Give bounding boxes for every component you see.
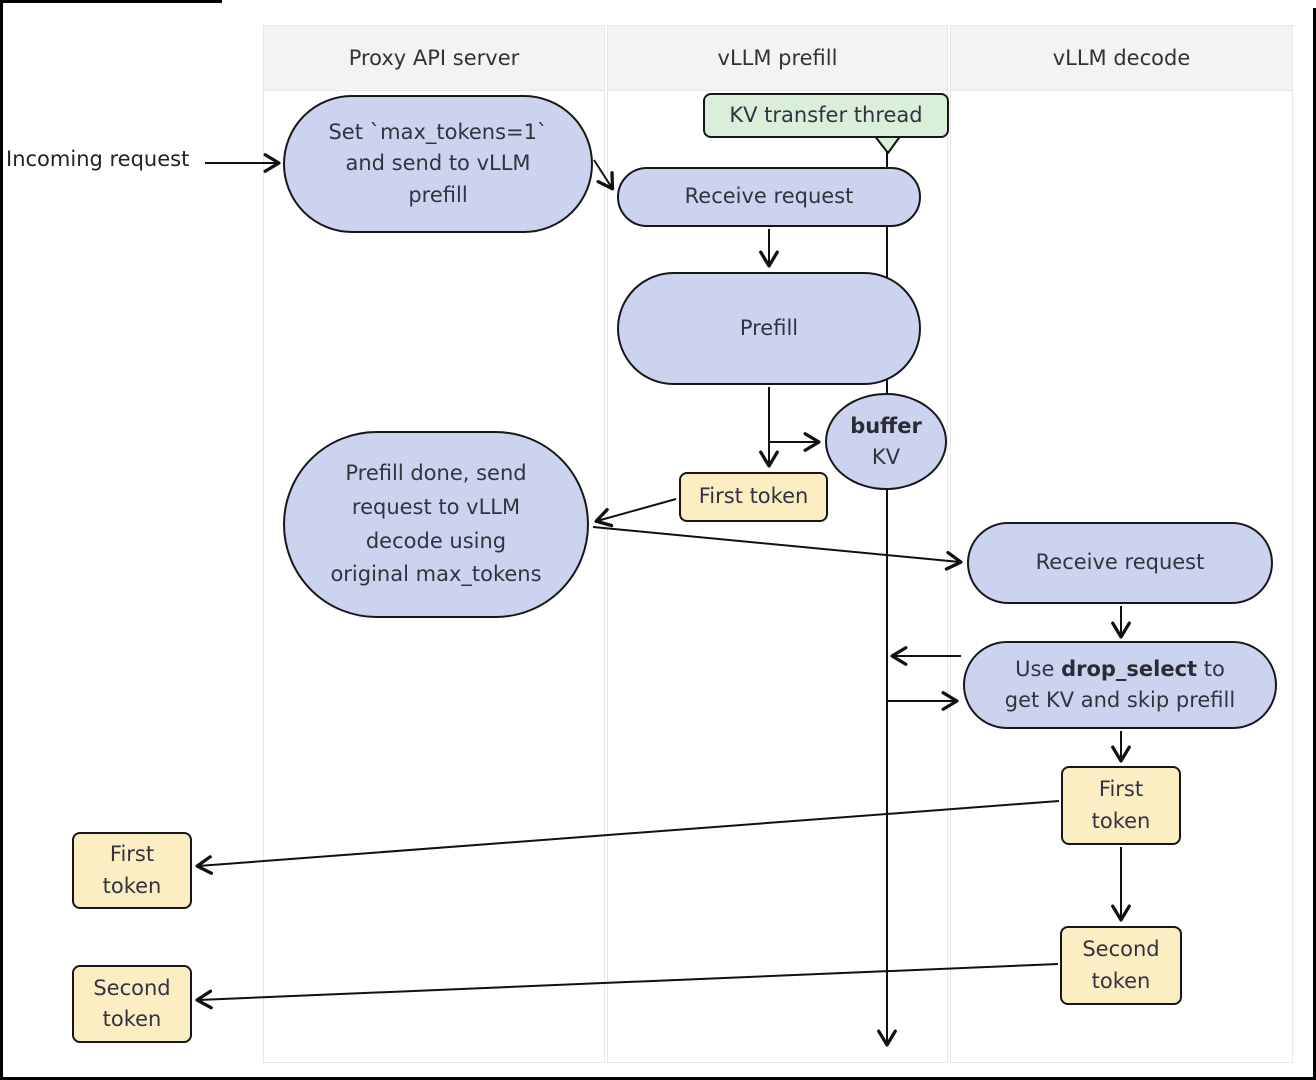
incoming-request-label: Incoming request — [6, 147, 190, 171]
node-line: Use drop_select to — [1015, 654, 1225, 686]
node-second-token-output: Second token — [72, 965, 192, 1043]
lane-header-decode: vLLM decode — [951, 26, 1292, 91]
node-use-drop-select: Use drop_select to get KV and skip prefi… — [963, 641, 1277, 729]
node-line: KV — [871, 444, 901, 469]
lane-header-prefill: vLLM prefill — [608, 26, 947, 91]
node-line: Second — [93, 975, 171, 1000]
lane-proxy-api-server: Proxy API server — [263, 25, 605, 1063]
node-line: First — [109, 842, 155, 866]
node-kv-transfer-thread: KV transfer thread — [703, 93, 949, 138]
lane-title: Proxy API server — [348, 46, 520, 70]
lane-vllm-prefill: vLLM prefill — [607, 25, 948, 1063]
node-second-token-decode: Second token — [1060, 926, 1182, 1005]
lane-header-proxy: Proxy API server — [264, 26, 604, 91]
node-receive-request-decode: Receive request — [967, 522, 1273, 604]
node-set-max-tokens: Set `max_tokens=1` and send to vLLM pref… — [283, 95, 593, 233]
node-first-token-decode: First token — [1061, 766, 1181, 845]
window-border-top — [0, 0, 222, 3]
node-line: First token — [698, 484, 809, 509]
node-line: Second — [1082, 937, 1160, 961]
node-line: Prefill — [739, 315, 799, 340]
node-receive-request-prefill: Receive request — [617, 167, 921, 227]
node-line: token — [102, 873, 162, 898]
node-line: token — [102, 1007, 162, 1031]
node-line: Prefill done, send — [345, 461, 527, 486]
node-line: buffer — [850, 411, 922, 441]
node-buffer-kv: buffer KV — [825, 393, 947, 490]
node-line: Receive request — [684, 184, 854, 209]
node-line: original max_tokens — [330, 562, 542, 587]
node-line: First — [1098, 777, 1144, 801]
node-line: request to vLLM — [351, 494, 521, 519]
window-border-right — [1313, 8, 1316, 1080]
buffer-bold-text: buffer — [850, 414, 922, 439]
node-line: decode using — [365, 528, 507, 553]
node-line: Set `max_tokens=1` — [328, 119, 548, 144]
node-line: token — [1091, 808, 1151, 833]
node-first-token-output: First token — [72, 832, 192, 909]
dropselect-bold-text: drop_select — [1061, 656, 1198, 681]
node-prefill-done: Prefill done, send request to vLLM decod… — [283, 431, 589, 618]
window-border-left — [0, 0, 3, 1080]
window-border-bottom — [0, 1077, 1316, 1080]
node-line: Receive request — [1035, 550, 1205, 575]
node-line: and send to vLLM — [345, 151, 531, 176]
dropselect-post: to — [1197, 656, 1225, 681]
lane-title: vLLM decode — [1052, 46, 1191, 70]
node-line: token — [1091, 968, 1151, 993]
lane-title: vLLM prefill — [717, 46, 838, 70]
node-line: prefill — [408, 182, 468, 207]
node-first-token-prefill: First token — [679, 472, 828, 522]
dropselect-pre: Use — [1015, 656, 1062, 681]
node-line: KV transfer thread — [729, 102, 923, 127]
node-line: get KV and skip prefill — [1004, 688, 1236, 712]
node-prefill: Prefill — [617, 272, 921, 385]
